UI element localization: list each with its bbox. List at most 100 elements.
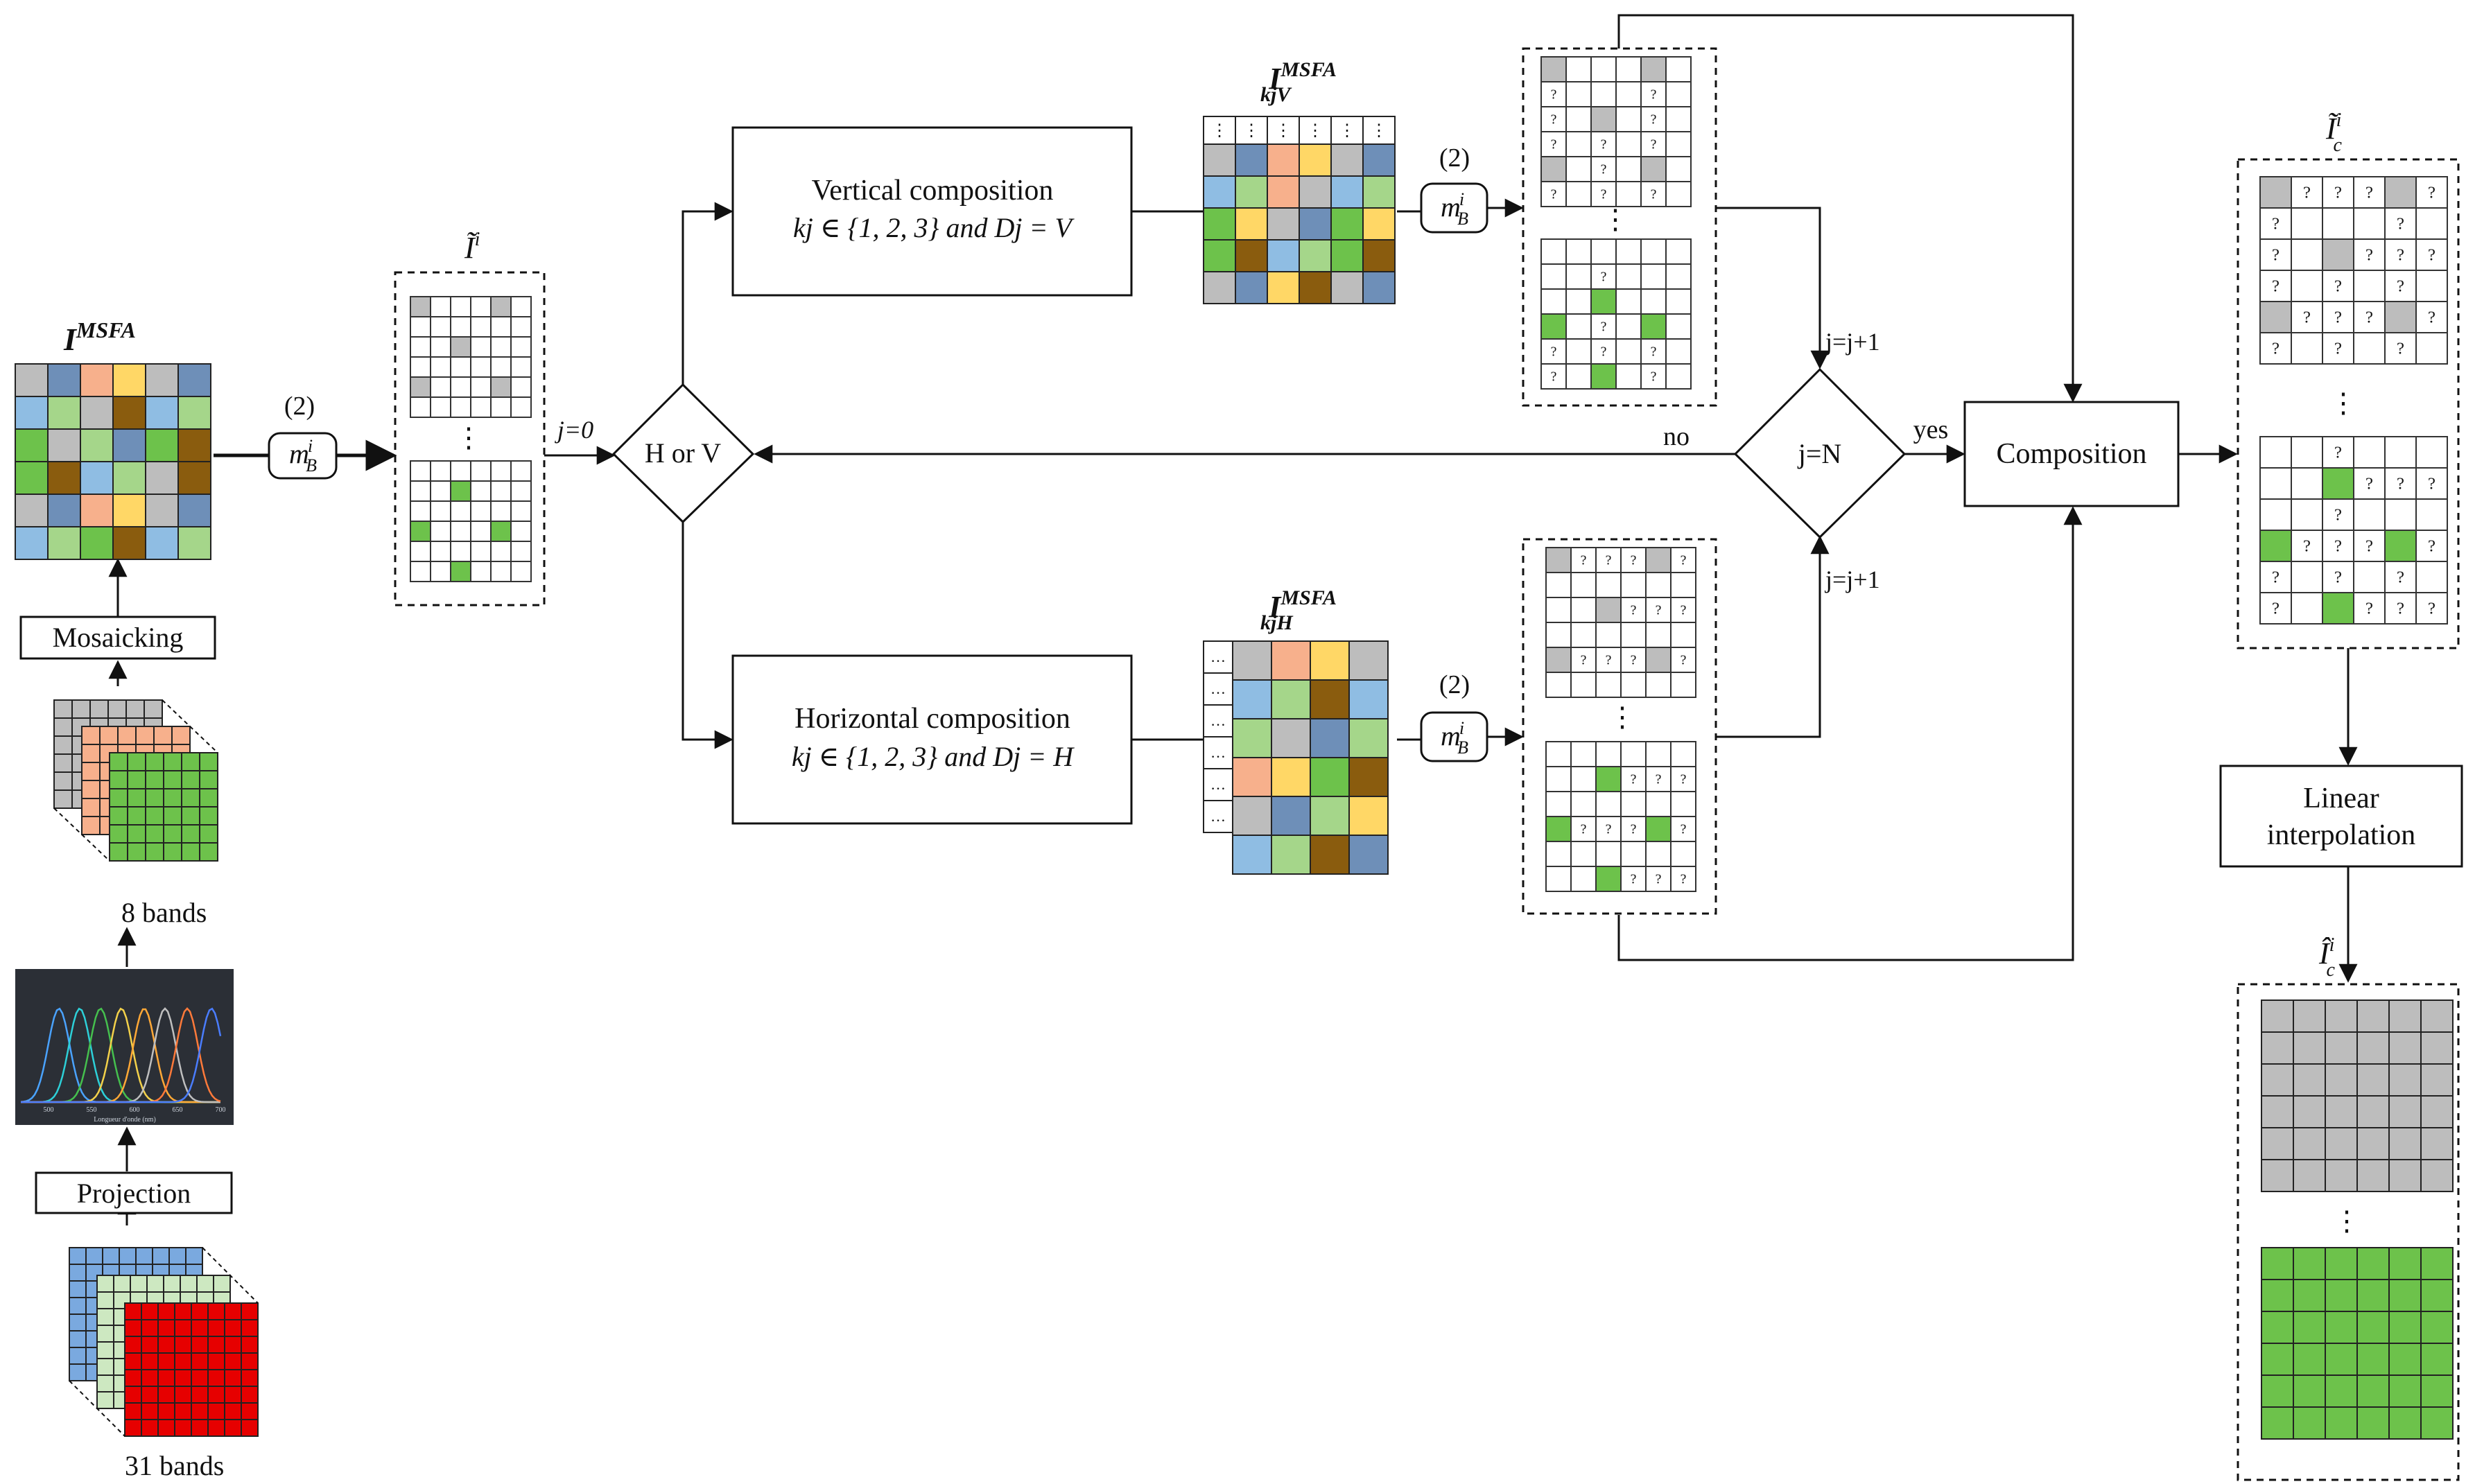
msfa-v-cell (1203, 271, 1236, 304)
ichat-bottom-cell (2293, 1311, 2326, 1344)
msfa-v-cell (1299, 175, 1332, 209)
ichat-bottom-cell (2420, 1279, 2454, 1312)
ictilde-bottom-qmark: ? (2365, 475, 2373, 494)
cube31-cell (241, 1319, 259, 1337)
itilde-top-cell (470, 356, 492, 378)
ictilde-top-cell (2415, 207, 2448, 240)
itilde-top-cell (490, 296, 512, 317)
msfa-main-cell (47, 428, 81, 462)
itilde-top-cell (410, 316, 431, 338)
cube31-cell (224, 1419, 242, 1437)
itilde-top-cell (470, 336, 492, 358)
ictilde-top-qmark: ? (2272, 215, 2280, 234)
svg-text:miB: miB (1441, 718, 1468, 758)
ictilde-top-cell (2291, 301, 2323, 333)
msfa-v-cell (1235, 175, 1268, 209)
hgroup-top-cell (1545, 622, 1572, 648)
vgroup-bottom-cell (1615, 238, 1642, 265)
cube8-cell (144, 699, 163, 719)
msfa-h-cell (1348, 835, 1389, 875)
vgroup-top-cell (1665, 181, 1692, 207)
msfa-main-grid (15, 363, 211, 560)
ictilde-top-cell (2291, 207, 2323, 240)
cube8-cell (199, 806, 218, 826)
vgroup-top-qmark: ? (1651, 137, 1657, 152)
arrow-hgroup-to-jn (1716, 535, 1830, 738)
ichat-bottom-cell (2388, 1279, 2422, 1312)
cube31-cell (207, 1336, 225, 1354)
cube8-cell (53, 771, 73, 791)
hgroup-bottom-cell (1645, 816, 1672, 842)
ictilde-bottom-cell (2353, 592, 2386, 625)
itilde-top-cell (510, 396, 532, 418)
cube8-cell (109, 752, 128, 771)
label-no: no (1663, 422, 1690, 451)
cube31-cell (207, 1386, 225, 1404)
itilde-top-cell (490, 356, 512, 378)
ichat-top-cell (2261, 1095, 2294, 1128)
cube31-cell (124, 1336, 142, 1354)
vgroup-top-cell (1590, 106, 1617, 132)
hgroup-top-cell (1620, 622, 1647, 648)
cube8-cell (125, 699, 145, 719)
ichat-top-cell (2261, 1159, 2294, 1192)
ictilde-bottom-cell (2415, 592, 2448, 625)
ichat-bottom-cell (2261, 1247, 2294, 1280)
msfa-v-cell (1362, 239, 1396, 272)
vgroup-top-cell (1665, 56, 1692, 82)
itilde-grids (410, 296, 532, 582)
ictilde-bottom-cell (2291, 561, 2323, 593)
msfa-v-cell (1235, 207, 1268, 241)
vgroup-bottom-qmark: ? (1601, 344, 1607, 359)
hgroup-bottom-cell (1620, 791, 1647, 817)
itilde-top-cell (490, 336, 512, 358)
projection-box (35, 1171, 233, 1214)
itilde-bottom-cell (430, 460, 451, 482)
itilde-bottom-cell (430, 521, 451, 542)
vgroup-bottom-cell (1615, 363, 1642, 390)
ichat-bottom-cell (2261, 1311, 2294, 1344)
msfa-main-cell (80, 428, 114, 462)
cube31-cell (191, 1369, 209, 1387)
hgroup-bottom-cell (1570, 741, 1597, 767)
vgroup-top-cell (1640, 106, 1667, 132)
ictilde-bottom-qmark: ? (2272, 568, 2280, 587)
cube31-cell (241, 1302, 259, 1320)
ichat-top-cell (2420, 1159, 2454, 1192)
j-equals-n-label: j=N (1797, 438, 1842, 469)
linear-interpolation-box (2219, 765, 2463, 868)
msfa-main-cell (145, 461, 179, 495)
msfa-h-cell (1348, 796, 1389, 836)
msfa-v-cell (1330, 143, 1364, 177)
hgroup-top-qmark: ? (1606, 652, 1612, 667)
spectrum-tick: 650 (173, 1106, 183, 1114)
vgroup-bottom-cell (1665, 288, 1692, 315)
cube31-cell (174, 1402, 192, 1420)
cube8-cell (145, 824, 164, 844)
ictilde-group (2237, 158, 2460, 649)
ictilde-bottom-qmark: ? (2365, 537, 2373, 556)
composition-box (1963, 401, 2180, 507)
ichat-bottom-cell (2420, 1311, 2454, 1344)
ictilde-bottom-cell (2259, 530, 2292, 562)
msfa-main-cell (47, 396, 81, 430)
vgroup-top-cell (1565, 156, 1592, 182)
cube31-cell (207, 1402, 225, 1420)
msfa-v-cell (1299, 239, 1332, 272)
vgroup-bottom-cell (1590, 288, 1617, 315)
cube8-cell (181, 824, 200, 844)
itilde-bottom-cell (470, 460, 492, 482)
vgroup-top-qmark: ? (1551, 87, 1557, 102)
ichat-top-cell (2325, 1095, 2358, 1128)
cube31-cell (130, 1275, 148, 1293)
vgroup-top-cell (1590, 181, 1617, 207)
hgroup-bottom-qmark: ? (1656, 871, 1662, 887)
itilde-top-cell (430, 356, 451, 378)
linear-interpolation-line2: interpolation (2267, 819, 2416, 851)
itilde-top-cell (490, 316, 512, 338)
ichat-bottom-cell (2356, 1406, 2390, 1440)
itilde-top-cell (470, 296, 492, 317)
vgroup-top-qmark: ? (1651, 87, 1657, 102)
ichat-bottom-cell (2261, 1279, 2294, 1312)
